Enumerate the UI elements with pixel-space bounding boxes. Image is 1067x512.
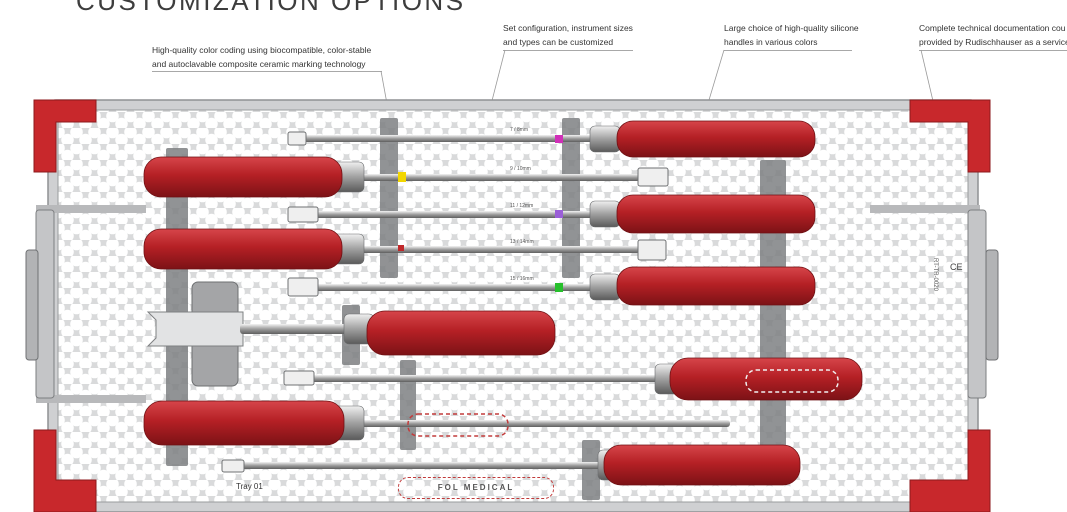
callout-line: Set configuration, instrument sizes xyxy=(503,23,633,33)
callout-line: and types can be customized xyxy=(503,37,614,47)
callout-documentation: Complete technical documentation cou pro… xyxy=(919,21,1067,49)
page-title: CUSTOMIZATION OPTIONS xyxy=(76,0,466,16)
callout-line: Large choice of high-quality silicone xyxy=(724,23,859,33)
callout-line: Complete technical documentation cou xyxy=(919,23,1066,33)
ce-mark: CE xyxy=(950,262,963,272)
callout-underline xyxy=(919,50,1067,51)
etched-code: RT-TR-0020 xyxy=(932,258,938,291)
callout-line: High-quality color coding using biocompa… xyxy=(152,45,372,55)
callout-underline xyxy=(152,71,382,72)
callout-color-coding: High-quality color coding using biocompa… xyxy=(152,43,371,71)
callout-line: provided by Rudischhauser as a service xyxy=(919,37,1067,47)
callout-configuration: Set configuration, instrument sizes and … xyxy=(503,21,633,49)
instrument-size-label: 7 / 8mm xyxy=(510,127,528,133)
instrument-size-label: 13 / 14mm xyxy=(510,239,534,245)
tray-label: Tray 01 xyxy=(236,482,263,491)
callout-underline xyxy=(503,50,633,51)
instrument-size-label: 15 / 16mm xyxy=(510,276,534,282)
brand-marking: FOL MEDICAL xyxy=(398,477,554,499)
instrument-size-label: 11 / 12mm xyxy=(510,203,533,209)
callout-line: and autoclavable composite ceramic marki… xyxy=(152,59,366,69)
callout-handles: Large choice of high-quality silicone ha… xyxy=(724,21,859,49)
callout-line: handles in various colors xyxy=(724,37,818,47)
callout-underline xyxy=(724,50,852,51)
instrument-size-label: 9 / 10mm xyxy=(510,166,531,172)
